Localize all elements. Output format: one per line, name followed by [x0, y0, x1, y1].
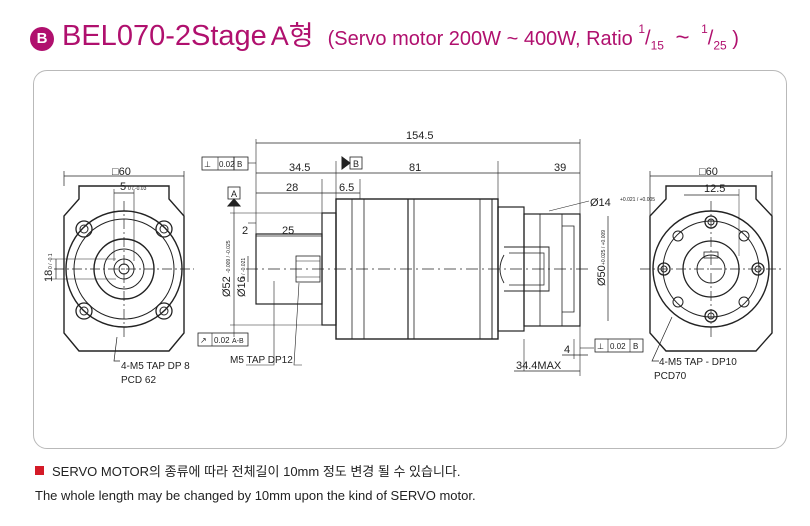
dim-2: 2: [242, 225, 248, 237]
left-pcd-callout: PCD 62: [121, 375, 156, 386]
dim-overall: 154.5: [406, 130, 434, 142]
datum-b-label: B: [353, 159, 359, 169]
spec-text: (Servo motor 200W ~ 400W, Ratio 1/15 ~ 1…: [327, 22, 739, 53]
right-pcd-callout: PCD70: [654, 371, 687, 382]
dim-4: 4: [564, 344, 570, 356]
svg-text:0 / -0.1: 0 / -0.1: [48, 253, 54, 269]
shaft-tap-callout: M5 TAP DP12: [230, 355, 293, 366]
gdt-runout-datum: A-B: [232, 338, 244, 345]
side-view: [230, 139, 609, 376]
dim-6-5: 6.5: [339, 182, 354, 194]
left-square-label: □60: [112, 166, 131, 178]
ratio-tilde: ~: [675, 24, 690, 51]
model-name: BEL070-2Stage: [62, 20, 267, 52]
right-tap-callout: 4-M5 TAP - DP10: [659, 357, 737, 368]
dim-34-4max: 34.4MAX: [516, 360, 562, 372]
technical-drawing: □60 5 0 / -0.03 18 0 / -0.1 4-M5 TAP DP …: [43, 130, 782, 386]
dim-34-5: 34.5: [289, 162, 310, 174]
ratio-a: 1/15: [638, 22, 664, 53]
svg-text:-0.009 / -0.025: -0.009 / -0.025: [226, 240, 232, 273]
dim-25: 25: [282, 225, 294, 237]
gdt-perp-b-datum: B: [237, 160, 242, 169]
left-18-label: 18: [43, 270, 55, 282]
right-square-label: □60: [699, 166, 718, 178]
spec-close: ): [732, 28, 739, 50]
left-key-label: 5: [120, 181, 126, 193]
drawing-frame: □60 5 0 / -0.03 18 0 / -0.1 4-M5 TAP DP …: [33, 70, 787, 449]
dim-28: 28: [286, 182, 298, 194]
shaft-52-label: Ø52: [221, 276, 233, 297]
svg-text:+0.025 / +0.009: +0.025 / +0.009: [601, 230, 607, 265]
gdt-perp-right-value: 0.02: [610, 342, 626, 351]
gdt-frame-runout: [197, 332, 249, 347]
left-tap-callout: 4-M5 TAP DP 8: [121, 361, 190, 372]
left-flange-view: [52, 171, 194, 362]
shaft-16-label: Ø16: [236, 276, 248, 297]
svg-text:↗: ↗: [200, 336, 207, 345]
svg-text:⊥: ⊥: [597, 342, 604, 351]
notes: SERVO MOTOR의 종류에 따라 전체길이 10mm 정도 변경 될 수 …: [35, 460, 476, 508]
note-korean: SERVO MOTOR의 종류에 따라 전체길이 10mm 정도 변경 될 수 …: [35, 460, 476, 484]
model-type: A형: [270, 21, 314, 51]
right-flange-view: [640, 171, 782, 362]
right-12-5-label: 12.5: [704, 183, 725, 195]
svg-text:+0.021 / +0.005: +0.021 / +0.005: [620, 197, 655, 203]
svg-text:0 / -0.021: 0 / -0.021: [241, 258, 247, 279]
svg-text:0 / -0.03: 0 / -0.03: [128, 186, 147, 192]
page-title: B BEL070-2Stage A형 (Servo motor 200W ~ 4…: [30, 14, 739, 54]
gdt-runout-value: 0.02: [214, 336, 230, 345]
spec-open: (Servo motor 200W ~ 400W, Ratio: [327, 28, 633, 50]
datum-a-label: A: [231, 189, 237, 199]
pilot-50-label: Ø50: [596, 265, 608, 286]
gdt-perp-right-datum: B: [633, 342, 638, 351]
bullet-square-icon: [35, 466, 44, 475]
dim-81: 81: [409, 162, 421, 174]
bore-14-label: Ø14: [590, 197, 611, 209]
svg-text:⊥: ⊥: [204, 160, 211, 169]
dim-39: 39: [554, 162, 566, 174]
gdt-frame-perp-right: [594, 338, 644, 353]
series-badge: B: [30, 26, 54, 51]
ratio-b: 1/25: [701, 22, 727, 53]
note-english: The whole length may be changed by 10mm …: [35, 488, 476, 503]
gdt-perp-b-value: 0.02: [219, 160, 235, 169]
